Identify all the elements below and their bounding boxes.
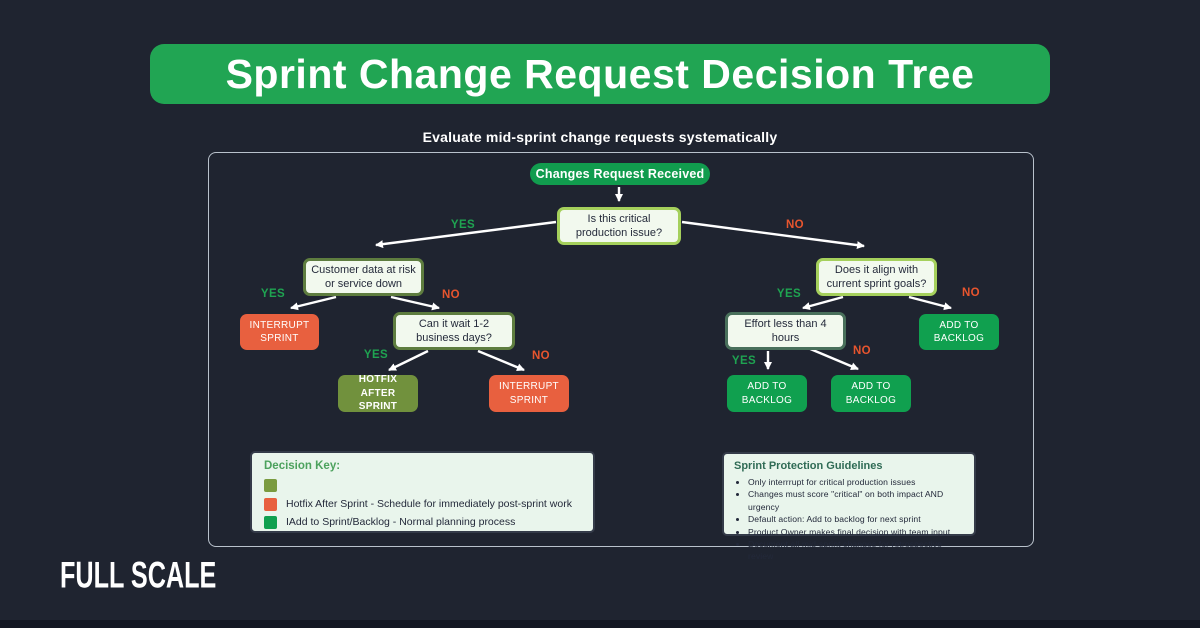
edge-label-no: NO bbox=[852, 345, 872, 357]
legend-item-text: Hotfix After Sprint - Schedule for immed… bbox=[286, 497, 572, 510]
edge-label-no: NO bbox=[531, 350, 551, 362]
legend-item: Hotfix After Sprint - Schedule for immed… bbox=[264, 497, 581, 511]
edge-label-yes: YES bbox=[450, 219, 476, 231]
edge-label-yes: YES bbox=[731, 355, 757, 367]
edge-label-yes: YES bbox=[776, 288, 802, 300]
decision-key-box: Decision Key: Hotfix After Sprint - Sche… bbox=[250, 451, 595, 533]
flowchart-panel bbox=[208, 152, 1034, 547]
flow-node-can-wait-question: Can it wait 1-2 business days? bbox=[393, 312, 515, 350]
hotfix-olive-swatch-icon bbox=[264, 479, 277, 492]
flow-node-add-to-backlog-2: ADD TO BACKLOG bbox=[727, 375, 807, 412]
page-subtitle: Evaluate mid-sprint change requests syst… bbox=[422, 129, 778, 145]
edge-label-no: NO bbox=[961, 287, 981, 299]
full-scale-logo: FULL SCALE bbox=[60, 555, 217, 596]
legend-item: IAdd to Sprint/Backlog - Normal planning… bbox=[264, 516, 581, 529]
legend-item bbox=[264, 479, 581, 492]
title-banner: Sprint Change Request Decision Tree bbox=[150, 44, 1050, 104]
flow-node-add-to-backlog-3: ADD TO BACKLOG bbox=[831, 375, 911, 412]
legend-item-text: IAdd to Sprint/Backlog - Normal planning… bbox=[286, 516, 516, 529]
edge-label-no: NO bbox=[785, 219, 805, 231]
guidelines-title: Sprint Protection Guidelines bbox=[734, 460, 883, 472]
interrupt-orange-swatch-icon bbox=[264, 497, 277, 511]
flow-node-add-to-backlog-1: ADD TO BACKLOG bbox=[919, 314, 999, 350]
guideline-item: Default action: Add to backlog for next … bbox=[748, 513, 964, 525]
flow-node-sprint-goals-question: Does it align with current sprint goals? bbox=[816, 258, 937, 296]
flow-node-effort-question: Effort less than 4 hours bbox=[725, 312, 846, 350]
guideline-item: Changes must score "critical" on both im… bbox=[748, 488, 964, 513]
guideline-item: Document all mid-sprint changes for retr… bbox=[748, 538, 964, 563]
guideline-item: Only interrrupt for critical production … bbox=[748, 476, 964, 488]
bottom-strip bbox=[0, 620, 1200, 628]
edge-label-yes: YES bbox=[363, 349, 389, 361]
flow-node-interrupt-sprint-1: INTERRUPT SPRINT bbox=[240, 314, 319, 350]
edge-label-yes: YES bbox=[260, 288, 286, 300]
flow-node-interrupt-sprint-2: INTERRUPT SPRINT bbox=[489, 375, 569, 412]
flow-node-hotfix-after-sprint: HOTFIX AFTER SPRINT bbox=[338, 374, 418, 412]
sprint-protection-guidelines-box: Sprint Protection Guidelines Only interr… bbox=[722, 452, 976, 561]
edge-label-no: NO bbox=[441, 289, 461, 301]
page-title: Sprint Change Request Decision Tree bbox=[225, 50, 975, 97]
backlog-green-swatch-icon bbox=[264, 516, 277, 529]
flow-node-start: Changes Request Received bbox=[530, 163, 710, 185]
flow-node-customer-risk-question: Customer data at risk or service down bbox=[303, 258, 424, 296]
flow-node-critical-question: Is this critical production issue? bbox=[557, 207, 681, 245]
decision-key-title: Decision Key: bbox=[264, 460, 341, 472]
guidelines-list: Only interrrupt for critical production … bbox=[734, 476, 964, 563]
guideline-item: Product Owner makes final decision with … bbox=[748, 526, 964, 538]
